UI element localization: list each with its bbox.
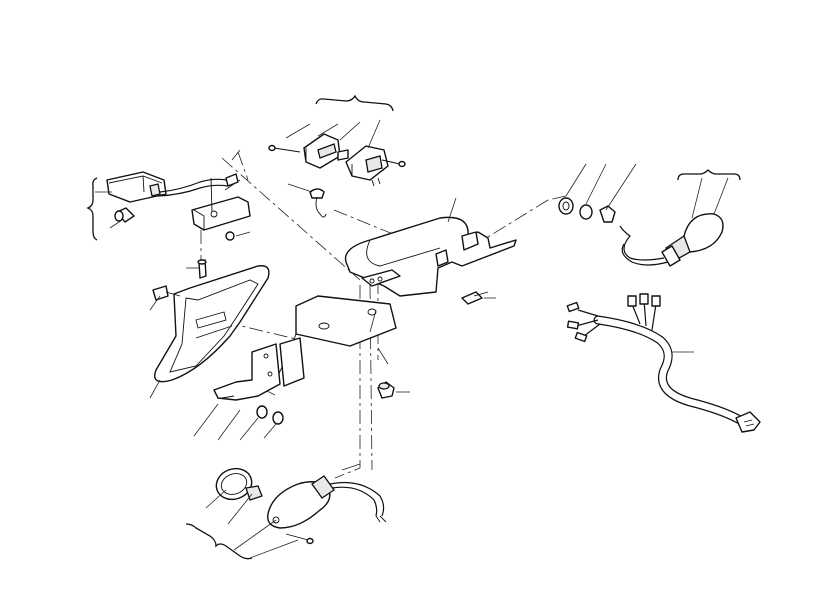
hardware-lower [221,395,284,425]
brace-front-turn-indicator [677,169,741,181]
rear-turn-indicator-right [345,145,406,187]
leader-lines [95,119,729,559]
number-plate-light-bracket [191,177,251,279]
wiring-harness [566,293,761,433]
turn-indicator-lower [267,475,387,545]
rear-turn-indicator-upper [268,133,349,169]
brace-number-plate-light [86,177,98,241]
brace-lower-indicator [185,523,253,560]
turn-indicator-lens [215,467,263,501]
screw-tail-right [461,291,489,305]
number-plate-light [106,171,239,223]
turn-indicator-right [619,213,724,267]
number-plate-support-bracket [213,295,397,401]
rubber-grommet [377,381,395,399]
screw-holder [152,285,181,301]
tail-cover [344,216,517,297]
brace-rear-turn-indicators [315,94,394,112]
nut [599,205,616,223]
spacer [558,197,574,215]
bolt-upper [309,188,327,218]
washer [579,204,593,220]
